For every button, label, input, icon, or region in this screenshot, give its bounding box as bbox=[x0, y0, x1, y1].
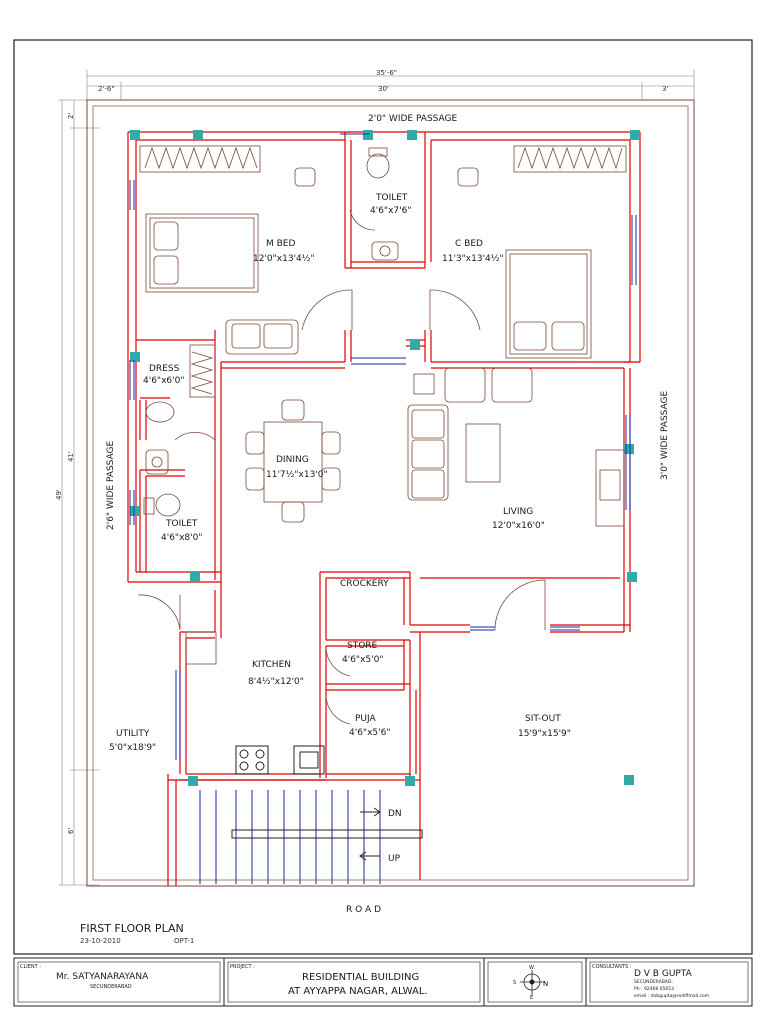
consultant-phone: Ph : 92468 65653 bbox=[634, 986, 674, 992]
compass-e: E bbox=[530, 995, 533, 1001]
utility-size: 5'0"x18'9" bbox=[109, 743, 156, 753]
right-passage-label: 3'0" WIDE PASSAGE bbox=[660, 390, 670, 480]
kitchen-name: KITCHEN bbox=[252, 660, 291, 670]
left-top-dim: 2' bbox=[67, 113, 75, 119]
project-line1: RESIDENTIAL BUILDING bbox=[302, 972, 419, 983]
top-left-dim: 2'-6" bbox=[98, 85, 115, 93]
cbed-name: C BED bbox=[455, 239, 483, 249]
wardrobe-cbed bbox=[513, 145, 627, 173]
left-bottom-dim: 6' bbox=[67, 828, 75, 834]
dining-name: DINING bbox=[276, 455, 309, 465]
client-name: Mr. SATYANARAYANA bbox=[56, 972, 149, 982]
store-name: STORE bbox=[347, 641, 378, 651]
consultant-city: SECUNDERABAD. bbox=[634, 979, 673, 985]
left-passage-label: 2'6" WIDE PASSAGE bbox=[106, 440, 116, 530]
living-name: LIVING bbox=[503, 507, 533, 517]
toilet-fixtures bbox=[143, 147, 399, 517]
toilet2-size: 4'6"x8'0" bbox=[161, 533, 202, 543]
stair-up-label: UP bbox=[388, 854, 401, 864]
consultant-name: D V B GUPTA bbox=[634, 969, 693, 979]
dining-size: 11'7½"x13'0" bbox=[266, 470, 328, 480]
title-block: CLIENT : Mr. SATYANARAYANA SECUNDERABAD … bbox=[13, 957, 753, 1007]
sofa-mbed bbox=[225, 319, 299, 355]
dress-size: 4'6"x6'0" bbox=[143, 376, 184, 386]
toilet2-name: TOILET bbox=[165, 519, 198, 529]
bed-cbed bbox=[505, 249, 592, 359]
top-overall-dim: 35'-6" bbox=[376, 69, 397, 77]
store-size: 4'6"x5'0" bbox=[342, 655, 383, 665]
sitout-size: 15'9"x15'9" bbox=[518, 729, 571, 739]
utility-name: UTILITY bbox=[116, 729, 150, 739]
toilet1-size: 4'6"x7'6" bbox=[370, 206, 411, 216]
dining-table bbox=[263, 421, 323, 503]
living-size: 12'0"x16'0" bbox=[492, 521, 545, 531]
consultants-label: CONSULTANTS : bbox=[592, 964, 632, 970]
sheet-border bbox=[13, 39, 753, 955]
left-overall-dim: 49' bbox=[55, 489, 63, 500]
staircase bbox=[199, 790, 423, 884]
puja-size: 4'6"x5'6" bbox=[349, 728, 390, 738]
wardrobe-mbed bbox=[139, 145, 261, 173]
kitchen-size: 8'4½"x12'0" bbox=[248, 677, 304, 687]
walls bbox=[127, 131, 641, 886]
toilet1-name: TOILET bbox=[375, 193, 408, 203]
top-dimensions: 35'-6" 30' 2'-6" 3' bbox=[86, 69, 695, 100]
compass-s: S bbox=[513, 980, 516, 986]
project-label: PROJECT : bbox=[230, 964, 255, 970]
crockery-name: CROCKERY bbox=[340, 579, 389, 589]
dress-name: DRESS bbox=[149, 364, 180, 374]
doors bbox=[137, 209, 546, 725]
road-label: R O A D bbox=[346, 905, 381, 915]
top-right-dim: 3' bbox=[662, 85, 668, 93]
compass-icon bbox=[520, 970, 545, 995]
living-furniture bbox=[407, 367, 625, 527]
sitout-name: SIT-OUT bbox=[525, 714, 561, 724]
left-mid-dim: 41' bbox=[67, 451, 75, 462]
project-line2: AT AYYAPPA NAGAR, ALWAL. bbox=[288, 986, 428, 997]
wardrobe-dress bbox=[189, 344, 216, 398]
consultant-email: email : dvbgupta@rediffmail.com bbox=[634, 993, 709, 999]
compass-w: W bbox=[529, 965, 534, 971]
plan-option: OPT-1 bbox=[174, 937, 194, 945]
windows bbox=[129, 133, 637, 760]
mbed-name: M BED bbox=[266, 239, 295, 249]
mbed-size: 12'0"x13'4½" bbox=[253, 254, 315, 264]
client-label: CLIENT : bbox=[20, 964, 41, 970]
puja-name: PUJA bbox=[355, 714, 377, 724]
compass-n: N bbox=[543, 980, 548, 988]
plan-title: FIRST FLOOR PLAN bbox=[80, 922, 184, 935]
cbed-size: 11'3"x13'4½" bbox=[442, 254, 504, 264]
plot-boundary-inner bbox=[92, 105, 689, 881]
labels: 2'0" WIDE PASSAGE 2'6" WIDE PASSAGE 3'0"… bbox=[80, 114, 670, 945]
kitchen-counter bbox=[185, 631, 325, 775]
top-plot-dim: 30' bbox=[378, 85, 389, 93]
client-city: SECUNDERABAD bbox=[90, 984, 132, 990]
chairs bbox=[245, 167, 479, 523]
plot-boundary-outer bbox=[86, 99, 695, 887]
top-passage-label: 2'0" WIDE PASSAGE bbox=[368, 114, 458, 124]
plan-date: 23-10-2010 bbox=[80, 937, 121, 945]
columns bbox=[130, 130, 640, 786]
stair-dn-label: DN bbox=[388, 809, 402, 819]
bed-mbed bbox=[145, 213, 259, 293]
